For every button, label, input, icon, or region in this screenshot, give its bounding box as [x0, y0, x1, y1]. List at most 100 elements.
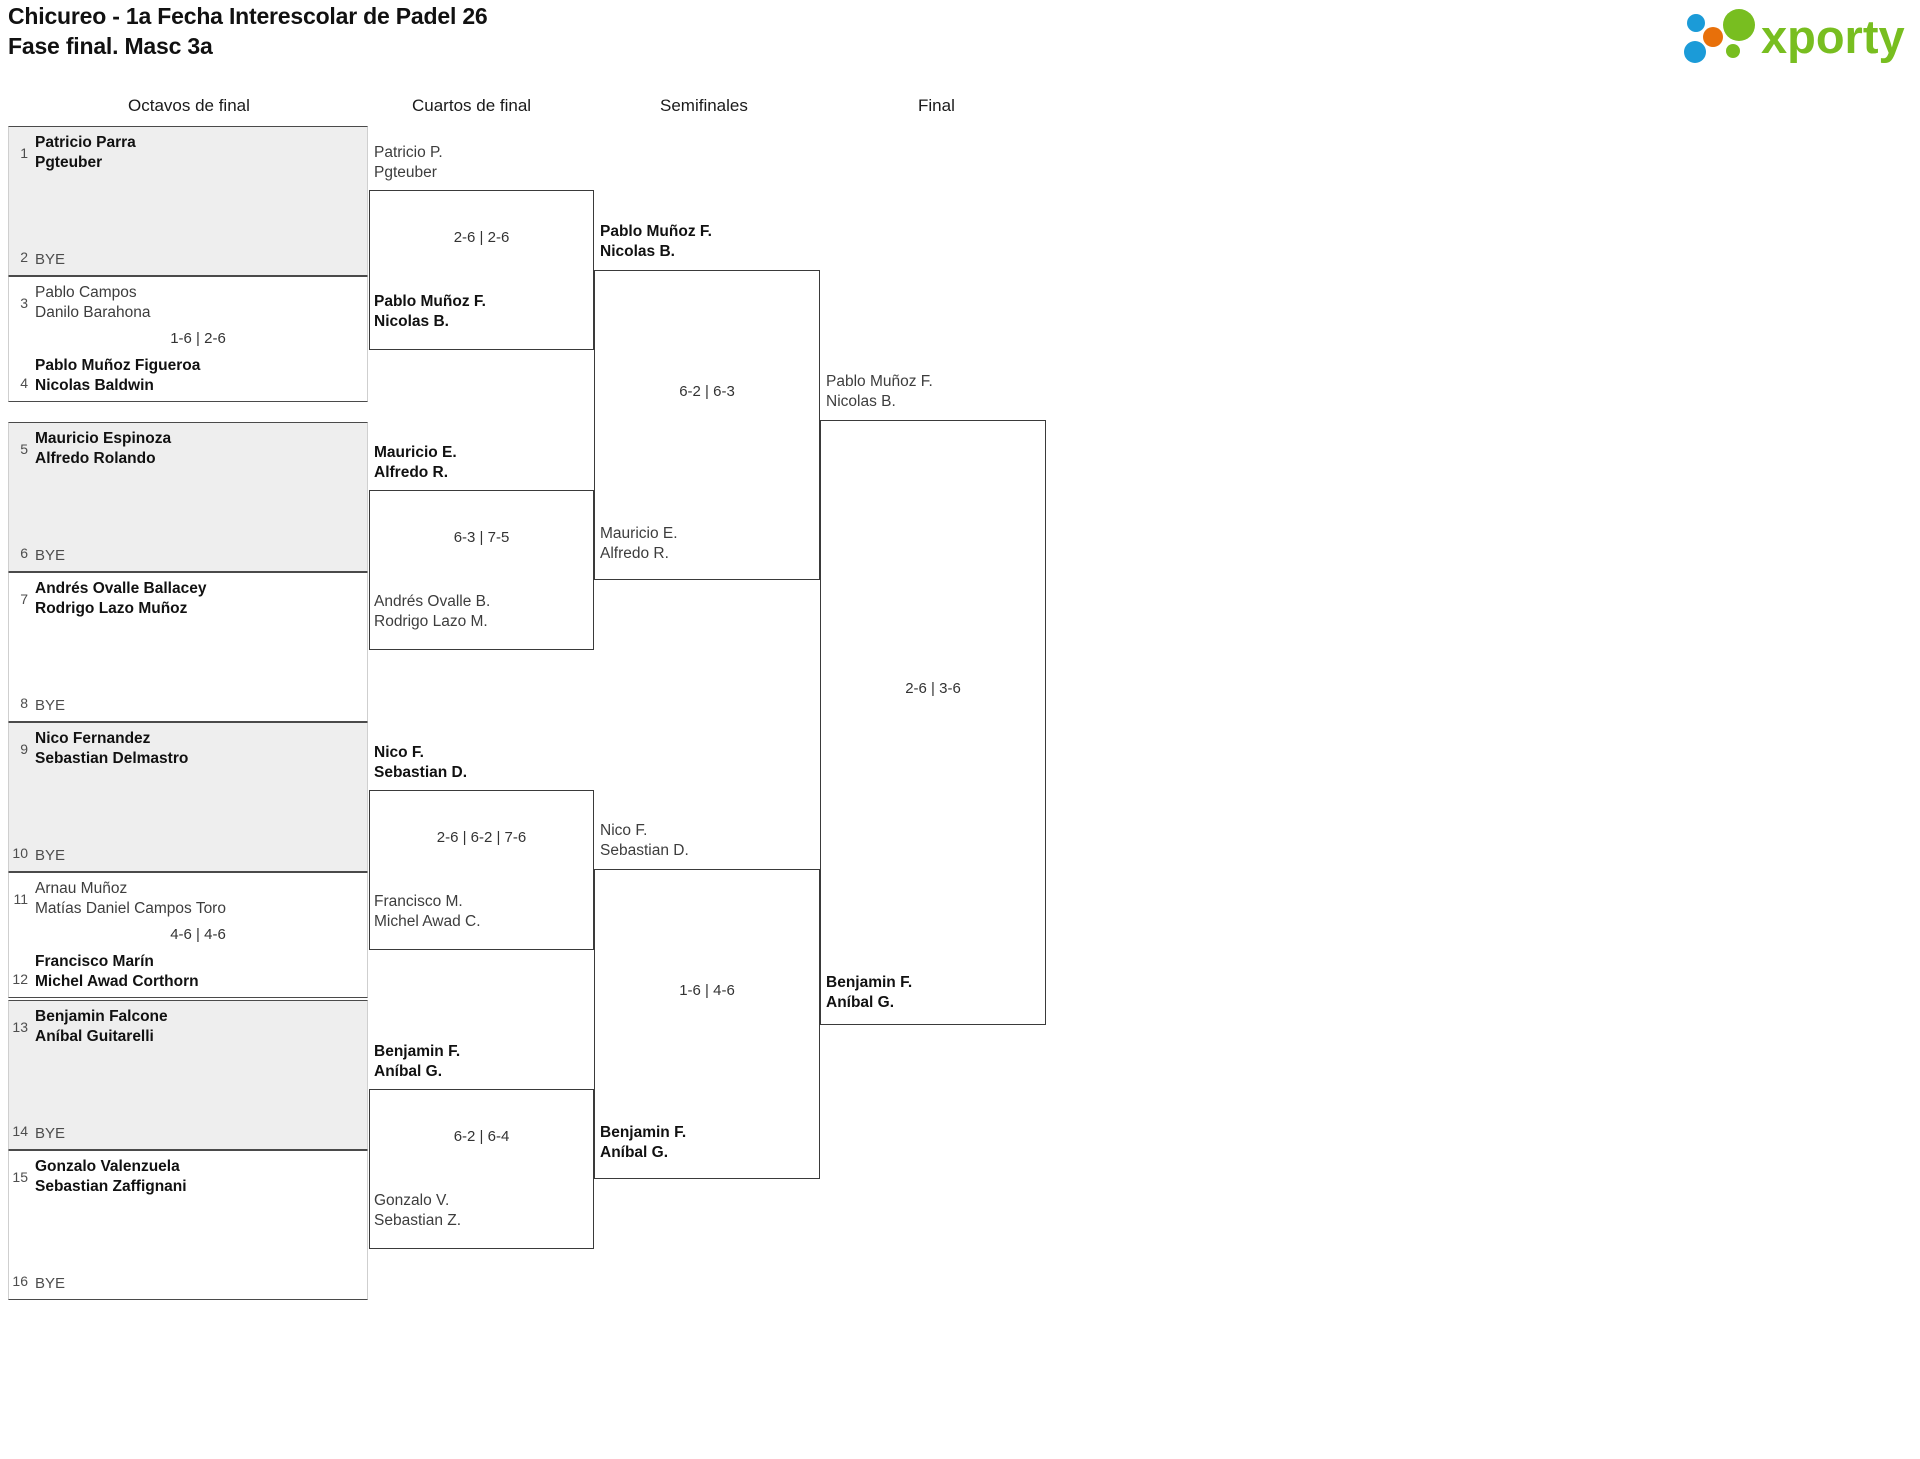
player-1: Benjamin Falcone [35, 1008, 168, 1025]
player-2: Nicolas B. [600, 242, 675, 260]
player-1: BYE [35, 846, 66, 864]
player-1: Andrés Ovalle B. [374, 593, 491, 610]
team-names: Patricio Parra Pgteuber [35, 133, 136, 172]
r1-match-4[interactable]: 7 Andrés Ovalle Ballacey Rodrigo Lazo Mu… [8, 572, 368, 722]
player-1: BYE [35, 696, 66, 714]
seed-number: 12 [12, 971, 28, 987]
r2-match-3-bottom[interactable]: Francisco M. Michel Awad C. [374, 892, 481, 931]
r1-match-2-top[interactable]: 3 Pablo Campos Danilo Barahona [9, 283, 367, 327]
logo-dot-green-small [1726, 44, 1740, 58]
r2-match-2-connector [369, 490, 594, 650]
round-header-final: Final [918, 96, 955, 115]
r2-match-2-score: 6-3 | 7-5 [453, 529, 510, 546]
seed-number: 11 [13, 891, 28, 907]
player-1: BYE [35, 1124, 66, 1142]
r1-match-3-bottom[interactable]: 6 BYE [9, 521, 367, 565]
r1-match-7-top[interactable]: 13 Benjamin Falcone Aníbal Guitarelli [9, 1007, 367, 1051]
seed-number: 9 [20, 741, 28, 757]
r3-match-1-bottom[interactable]: Mauricio E. Alfredo R. [600, 524, 678, 563]
r1-match-3[interactable]: 5 Mauricio Espinoza Alfredo Rolando 6 BY… [8, 422, 368, 572]
r2-match-4-bottom[interactable]: Gonzalo V. Sebastian Z. [374, 1191, 461, 1230]
r3-match-1-score: 6-2 | 6-3 [679, 383, 735, 400]
player-2: Aníbal G. [374, 1062, 443, 1080]
player-1: Patricio P. [374, 144, 443, 161]
player-2: Michel Awad C. [374, 912, 481, 930]
r1-match-3-top[interactable]: 5 Mauricio Espinoza Alfredo Rolando [9, 429, 367, 473]
r3-match-1-connector [594, 270, 820, 580]
r1-match-1-bottom[interactable]: 2 BYE [9, 225, 367, 269]
logo-dot-green-big [1723, 9, 1755, 41]
r2-match-2-bottom[interactable]: Andrés Ovalle B. Rodrigo Lazo M. [374, 592, 490, 631]
player-1: Francisco Marín [35, 953, 154, 970]
r3-match-1-top[interactable]: Pablo Muñoz F. Nicolas B. [600, 222, 712, 261]
player-1: Pablo Muñoz F. [374, 293, 486, 310]
team-names: Arnau Muñoz Matías Daniel Campos Toro [35, 879, 226, 918]
r1-match-5-top[interactable]: 9 Nico Fernandez Sebastian Delmastro [9, 729, 367, 773]
player-1: Nico Fernandez [35, 730, 151, 747]
player-2: Alfredo Rolando [35, 449, 156, 467]
r4-final-bottom-champion[interactable]: Benjamin F. Aníbal G. [826, 973, 912, 1012]
page-title: Chicureo - 1a Fecha Interescolar de Pade… [8, 2, 488, 62]
r1-match-8[interactable]: 15 Gonzalo Valenzuela Sebastian Zaffigna… [8, 1150, 368, 1300]
r2-match-4-top[interactable]: Benjamin F. Aníbal G. [374, 1042, 460, 1081]
player-2: Michel Awad Corthorn [35, 972, 199, 990]
player-1: Andrés Ovalle Ballacey [35, 580, 207, 597]
r4-final-top[interactable]: Pablo Muñoz F. Nicolas B. [826, 372, 933, 411]
player-1: BYE [35, 250, 66, 268]
r1-match-4-bottom[interactable]: 8 BYE [9, 671, 367, 715]
player-2: Sebastian D. [374, 763, 468, 781]
r1-match-1-top[interactable]: 1 Patricio Parra Pgteuber [9, 133, 367, 177]
xporty-logo[interactable]: xporty [1678, 6, 1908, 66]
logo-dot-blue-bottom [1684, 41, 1706, 63]
r3-match-2-top[interactable]: Nico F. Sebastian D. [600, 821, 689, 860]
team-names: Andrés Ovalle Ballacey Rodrigo Lazo Muño… [35, 579, 206, 618]
r2-match-4-connector [369, 1089, 594, 1249]
round-header-octavos: Octavos de final [128, 96, 250, 115]
r1-match-1[interactable]: 1 Patricio Parra Pgteuber 2 BYE [8, 126, 368, 276]
r1-match-5-bottom[interactable]: 10 BYE [9, 821, 367, 865]
r3-match-2-connector [594, 869, 820, 1179]
r1-match-2-bottom[interactable]: 4 Pablo Muñoz Figueroa Nicolas Baldwin [9, 351, 367, 395]
seed-number: 1 [20, 145, 28, 161]
player-1: Patricio Parra [35, 134, 136, 151]
player-1: Benjamin F. [374, 1043, 461, 1060]
r1-match-2[interactable]: 3 Pablo Campos Danilo Barahona 1-6 | 2-6… [8, 276, 368, 402]
r1-match-6-bottom[interactable]: 12 Francisco Marín Michel Awad Corthorn [9, 947, 367, 991]
player-1: Nico F. [600, 822, 648, 839]
r2-match-2-top[interactable]: Mauricio E. Alfredo R. [374, 443, 457, 482]
player-2: Rodrigo Lazo Muñoz [35, 599, 188, 617]
r1-match-7-bottom[interactable]: 14 BYE [9, 1099, 367, 1143]
player-2: Nicolas B. [826, 392, 896, 410]
r2-match-1-bottom[interactable]: Pablo Muñoz F. Nicolas B. [374, 292, 486, 331]
round-header-cuartos: Cuartos de final [412, 96, 532, 115]
title-line-1: Chicureo - 1a Fecha Interescolar de Pade… [8, 3, 488, 29]
player-1: Pablo Muñoz F. [600, 223, 712, 240]
r1-match-6[interactable]: 11 Arnau Muñoz Matías Daniel Campos Toro… [8, 872, 368, 998]
player-1: Nico F. [374, 744, 424, 761]
r1-match-2-score: 1-6 | 2-6 [170, 330, 226, 347]
r1-match-4-top[interactable]: 7 Andrés Ovalle Ballacey Rodrigo Lazo Mu… [9, 579, 367, 623]
player-2: Aníbal Guitarelli [35, 1027, 154, 1045]
logo-dot-orange [1703, 27, 1723, 47]
r1-match-6-top[interactable]: 11 Arnau Muñoz Matías Daniel Campos Toro [9, 879, 367, 923]
r2-match-3-top[interactable]: Nico F. Sebastian D. [374, 743, 467, 782]
seed-number: 2 [20, 249, 28, 265]
r2-match-3-score: 2-6 | 6-2 | 7-6 [436, 829, 527, 846]
page-header: Chicureo - 1a Fecha Interescolar de Pade… [0, 0, 1920, 70]
r1-match-5[interactable]: 9 Nico Fernandez Sebastian Delmastro 10 … [8, 722, 368, 872]
player-2: Nicolas B. [374, 312, 449, 330]
seed-number: 6 [20, 545, 28, 561]
r3-match-2-bottom[interactable]: Benjamin F. Aníbal G. [600, 1123, 686, 1162]
r1-match-8-top[interactable]: 15 Gonzalo Valenzuela Sebastian Zaffigna… [9, 1157, 367, 1201]
r2-match-1-top[interactable]: Patricio P. Pgteuber [374, 143, 443, 182]
player-2: Sebastian Z. [374, 1211, 462, 1229]
player-1: Pablo Muñoz Figueroa [35, 357, 201, 374]
team-names: Mauricio Espinoza Alfredo Rolando [35, 429, 171, 468]
r2-match-4-score: 6-2 | 6-4 [453, 1128, 510, 1145]
r1-match-7[interactable]: 13 Benjamin Falcone Aníbal Guitarelli 14… [8, 1000, 368, 1150]
player-1: Pablo Campos [35, 284, 137, 301]
r1-match-8-bottom[interactable]: 16 BYE [9, 1249, 367, 1293]
player-2: Pgteuber [35, 153, 103, 171]
